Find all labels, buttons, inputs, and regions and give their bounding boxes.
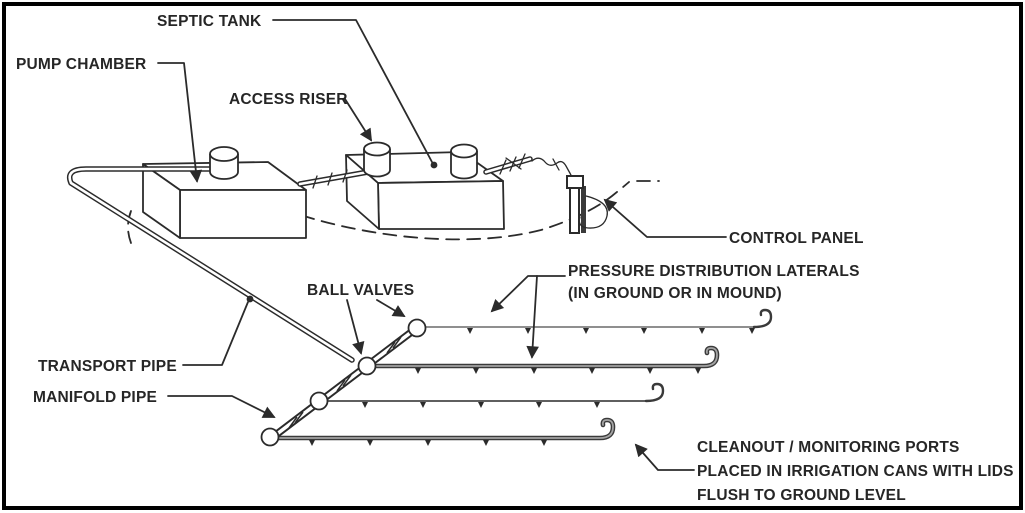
septic-tank-leader — [272, 19, 433, 163]
lateral-2 — [371, 345, 720, 374]
tank-connection-pipe-hatch — [312, 169, 348, 189]
inlet-pipe-hatch — [499, 153, 526, 175]
pump-chamber-leader — [157, 62, 203, 183]
control-panel-pole — [569, 185, 580, 234]
conduit-tick — [552, 158, 560, 171]
ball-valve-1 — [407, 318, 427, 338]
access-riser-body — [363, 149, 391, 178]
label-access-riser: ACCESS RISER — [229, 91, 348, 108]
label-transport-pipe: TRANSPORT PIPE — [38, 358, 177, 375]
septic-tank-leader-dot — [430, 161, 438, 169]
access-riser2-top — [450, 143, 478, 159]
ball-valves-leader-2 — [376, 299, 406, 317]
lateral-3-cleanout-hook — [644, 382, 665, 403]
transport-pipe-leader — [182, 301, 249, 366]
ground-dash-left — [127, 210, 132, 244]
label-septic-tank: SEPTIC TANK — [157, 13, 262, 30]
label-pressure-laterals-2: (IN GROUND OR IN MOUND) — [568, 285, 782, 302]
septic-access-riser-right — [450, 143, 478, 180]
control-panel-leader — [603, 198, 727, 238]
label-pressure-laterals-1: PRESSURE DISTRIBUTION LATERALS — [568, 263, 860, 280]
transport-pipe — [66, 166, 355, 363]
access-riser-top — [363, 141, 391, 157]
lateral-1 — [423, 308, 773, 334]
manifold-pipe-shape — [265, 323, 422, 444]
pump-chamber-riser — [209, 146, 239, 180]
lateral-4-pipe-core — [276, 419, 614, 439]
lateral-2-orifices — [415, 368, 701, 374]
label-control-panel: CONTROL PANEL — [729, 230, 864, 247]
tank-connection-pipe — [297, 169, 371, 189]
lateral-4-orifices — [309, 440, 547, 446]
ball-valves-shapes — [260, 318, 427, 447]
inlet-pipe-inner — [484, 157, 532, 174]
inlet-pipe — [483, 153, 533, 175]
label-cleanout-1: CLEANOUT / MONITORING PORTS — [697, 439, 960, 456]
control-panel-post — [566, 175, 608, 234]
lateral-1-orifices — [467, 328, 755, 334]
ball-valve-4 — [260, 427, 280, 447]
access-riser2-body — [450, 151, 478, 180]
access-riser-leader — [344, 98, 373, 142]
transport-pipe-leader-dot — [246, 295, 254, 303]
pump-chamber-front-face — [179, 189, 307, 239]
label-manifold-pipe: MANIFOLD PIPE — [33, 389, 157, 406]
electrical-conduit — [531, 157, 575, 182]
lateral-1-cleanout-hook — [752, 308, 773, 329]
control-panel-box — [566, 175, 584, 189]
ball-valves-leader-1 — [346, 299, 365, 355]
lateral-3-orifices — [362, 402, 600, 408]
leader-lines — [157, 19, 727, 471]
septic-access-riser-left — [363, 141, 391, 178]
lateral-4 — [274, 417, 616, 446]
lateral-3 — [325, 382, 665, 408]
pump-chamber-side-face — [142, 163, 181, 239]
laterals-leader-1 — [490, 275, 566, 313]
ball-valve-2 — [357, 356, 377, 376]
conduit-loop — [578, 195, 608, 229]
label-pump-chamber: PUMP CHAMBER — [16, 56, 146, 73]
pump-riser-top — [209, 146, 239, 162]
manifold-pipe-leader — [167, 395, 276, 418]
laterals-leader-2 — [526, 275, 539, 359]
tank-connection-pipe-inner — [298, 170, 370, 186]
ball-valve-3 — [309, 391, 329, 411]
manifold-couplings — [288, 336, 402, 429]
cleanout-leader — [634, 443, 695, 471]
septic-tank-front-face — [377, 180, 505, 230]
lateral-2-pipe-core — [373, 347, 718, 367]
inlet-pipe-cross — [505, 157, 522, 170]
transport-pipe-inner — [68, 167, 354, 362]
control-panel-pole-shade — [581, 186, 586, 233]
ground-curve-dashed — [261, 181, 630, 241]
label-ball-valves: BALL VALVES — [307, 282, 414, 299]
label-cleanout-3: FLUSH TO GROUND LEVEL — [697, 487, 906, 504]
label-cleanout-2: PLACED IN IRRIGATION CANS WITH LIDS — [697, 463, 1014, 480]
